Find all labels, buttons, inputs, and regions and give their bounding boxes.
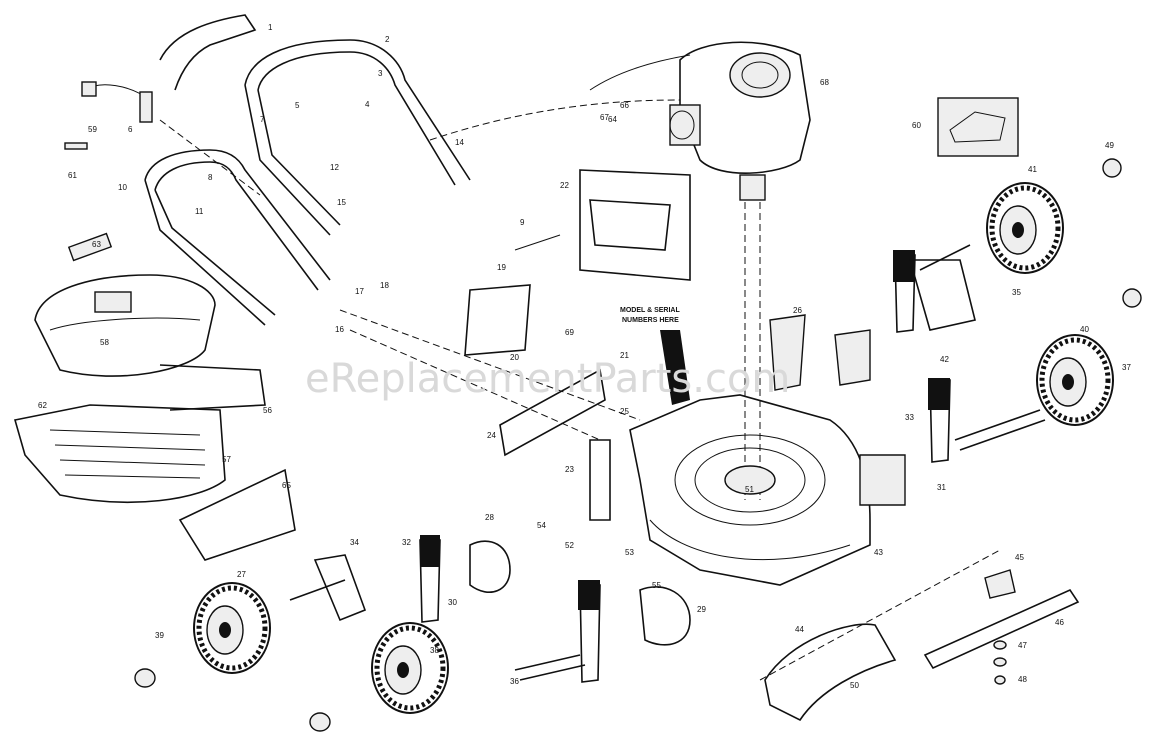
callout-58: 58 [100, 338, 109, 347]
callout-26: 26 [793, 306, 802, 315]
callout-22: 22 [560, 181, 569, 190]
callout-15: 15 [337, 198, 346, 207]
callout-50: 50 [850, 681, 859, 690]
callout-10: 10 [118, 183, 127, 192]
wheel-front-left [371, 622, 449, 714]
blade-assembly [759, 97, 1080, 722]
callout-9: 9 [520, 218, 525, 227]
wheel-rear-right [986, 182, 1064, 274]
callout-41: 41 [1028, 165, 1037, 174]
callout-60: 60 [912, 121, 921, 130]
callout-4: 4 [365, 100, 370, 109]
callout-45: 45 [1015, 553, 1024, 562]
callout-11: 11 [195, 207, 204, 216]
callout-54: 54 [537, 521, 546, 530]
callout-14: 14 [455, 138, 464, 147]
watermark-text: eReplacementParts.com [305, 356, 790, 402]
callout-65: 65 [282, 481, 291, 490]
callout-57: 57 [222, 455, 231, 464]
callout-35: 35 [1012, 288, 1021, 297]
callout-28: 28 [485, 513, 494, 522]
callout-59: 59 [88, 125, 97, 134]
callout-5: 5 [295, 101, 300, 110]
callout-12: 12 [330, 163, 339, 172]
callout-21: 21 [620, 351, 629, 360]
callout-19: 19 [497, 263, 506, 272]
callout-48: 48 [1018, 675, 1027, 684]
height-adjusters [289, 244, 1046, 683]
callout-1: 1 [268, 23, 273, 32]
callout-46: 46 [1055, 618, 1064, 627]
decal-note-line-1: MODEL & SERIAL [620, 307, 680, 314]
callout-8: 8 [208, 173, 213, 182]
callout-52: 52 [565, 541, 574, 550]
callout-20: 20 [510, 353, 519, 362]
callout-64: 64 [608, 115, 617, 124]
callout-2: 2 [385, 35, 390, 44]
callout-16: 16 [335, 325, 344, 334]
callout-56: 56 [263, 406, 272, 415]
callout-69: 69 [565, 328, 574, 337]
callout-53: 53 [625, 548, 634, 557]
callout-18: 18 [380, 281, 389, 290]
callout-42: 42 [940, 355, 949, 364]
callout-31: 31 [937, 483, 946, 492]
callout-44: 44 [795, 625, 804, 634]
callout-38: 38 [430, 646, 439, 655]
wheels [134, 158, 1142, 732]
callout-27: 27 [237, 570, 246, 579]
callout-68: 68 [820, 78, 829, 87]
callout-24: 24 [487, 431, 496, 440]
callout-29: 29 [697, 605, 706, 614]
callout-66: 66 [620, 101, 629, 110]
callout-62: 62 [38, 401, 47, 410]
callout-34: 34 [350, 538, 359, 547]
callout-3: 3 [378, 69, 383, 78]
engine [429, 41, 811, 500]
callout-40: 40 [1080, 325, 1089, 334]
callout-49: 49 [1105, 141, 1114, 150]
callout-47: 47 [1018, 641, 1027, 650]
callout-17: 17 [355, 287, 364, 296]
callout-37: 37 [1122, 363, 1131, 372]
callout-25: 25 [620, 407, 629, 416]
callout-39: 39 [155, 631, 164, 640]
callout-43: 43 [874, 548, 883, 557]
callout-23: 23 [565, 465, 574, 474]
callout-67: 67 [600, 113, 609, 122]
callout-55: 55 [652, 581, 661, 590]
wheel-front-right [1036, 334, 1114, 426]
callout-32: 32 [402, 538, 411, 547]
wheel-rear-left [193, 582, 271, 674]
callout-30: 30 [448, 598, 457, 607]
callout-6: 6 [128, 125, 133, 134]
grass-bag [13, 232, 296, 561]
callout-33: 33 [905, 413, 914, 422]
callout-36: 36 [510, 677, 519, 686]
callout-7: 7 [260, 115, 265, 124]
handle-assembly [64, 14, 471, 326]
callout-63: 63 [92, 240, 101, 249]
deck-brackets [339, 169, 691, 521]
callout-61: 61 [68, 171, 77, 180]
decal-note-line-2: NUMBERS HERE [622, 317, 679, 324]
callout-51: 51 [745, 485, 754, 494]
